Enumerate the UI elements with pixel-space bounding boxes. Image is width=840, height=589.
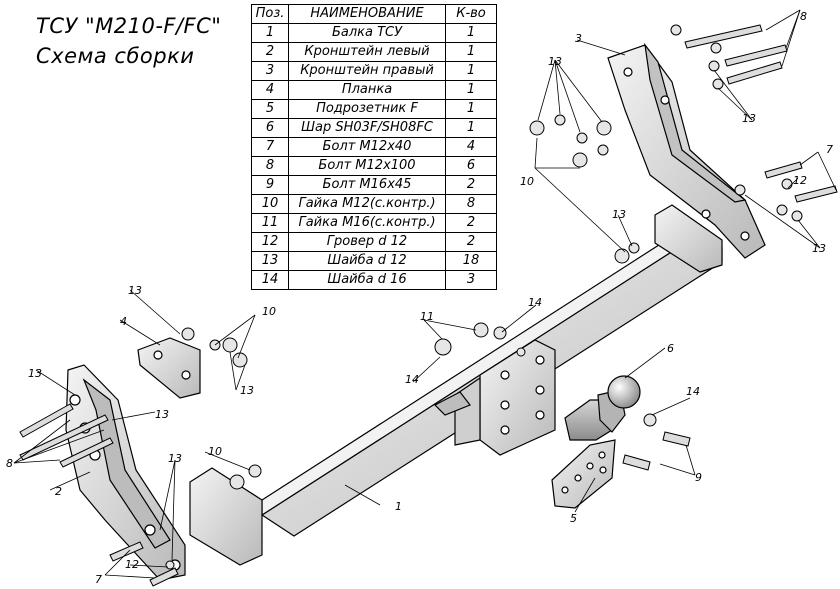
row-name: Гайка М12(с.контр.) [288, 194, 446, 214]
row-pos: 14 [251, 270, 289, 290]
row-name: Кронштейн левый [288, 42, 446, 62]
diagram-subtitle: Схема сборки [36, 44, 195, 68]
callout-4: 4 [120, 315, 127, 328]
beam-part [189, 204, 723, 566]
callout-2: 2 [55, 485, 62, 498]
callout-13: 13 [742, 112, 756, 125]
strap-plate [137, 337, 201, 399]
callout-14: 14 [528, 296, 542, 309]
callout-13: 13 [548, 55, 562, 68]
callout-1: 1 [395, 500, 402, 513]
callout-13: 13 [240, 384, 254, 397]
nuts-washers [165, 24, 803, 570]
callout-13: 13 [128, 284, 142, 297]
callout-13: 13 [812, 242, 826, 255]
callout-9: 9 [695, 471, 702, 484]
parts-table-header: Поз. НАИМЕНОВАНИЕ К-во [251, 4, 497, 24]
callout-13: 13 [28, 367, 42, 380]
callout-10-top: 10 [520, 175, 534, 188]
callout-6: 6 [667, 342, 674, 355]
leader-lines [13, 9, 837, 579]
right-bracket [607, 42, 766, 259]
row-name: Шайба d 16 [288, 270, 446, 290]
row-pos: 11 [251, 213, 289, 233]
callout-13: 13 [168, 452, 182, 465]
callout-13: 13 [155, 408, 169, 421]
bolts [19, 24, 838, 587]
callout-8-left: 8 [6, 457, 13, 470]
callout-12-left: 12 [125, 558, 139, 571]
row-name: Шар SH03F/SH08FC [288, 118, 446, 138]
callout-11: 11 [420, 310, 434, 323]
tow-plate [433, 339, 556, 456]
row-qty: 3 [445, 270, 497, 290]
callout-12-right: 12 [793, 174, 807, 187]
socket-bracket [551, 439, 616, 509]
callout-13: 13 [612, 208, 626, 221]
callout-14: 14 [686, 385, 700, 398]
callout-8-right: 8 [800, 10, 807, 23]
row-name: Болт М16х45 [288, 175, 446, 195]
tow-ball [564, 375, 641, 441]
row-qty: 1 [445, 99, 497, 119]
callout-7-left: 7 [95, 573, 102, 586]
row-name: Подрозетник F [288, 99, 446, 119]
diagram-title: ТСУ "M210-F/FC" [36, 14, 222, 38]
callout-3: 3 [575, 32, 582, 45]
callout-14: 14 [405, 373, 419, 386]
callout-labels: 1 2 3 4 5 6 7 7 8 8 9 10 10 10 11 12 12 … [6, 10, 833, 586]
callout-10-bottom: 10 [208, 445, 222, 458]
callout-10-left: 10 [262, 305, 276, 318]
callout-5: 5 [570, 512, 577, 525]
header-position: Поз. [251, 4, 289, 24]
callout-7-right: 7 [826, 143, 833, 156]
